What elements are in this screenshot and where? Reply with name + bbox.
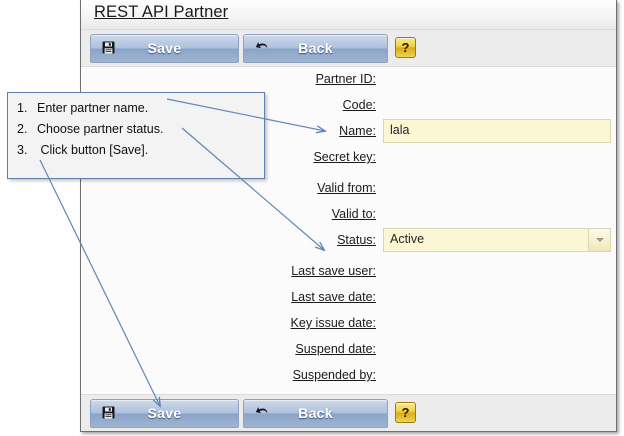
form-row-secret-key: Secret key:	[81, 146, 616, 172]
question-mark-icon: ?	[401, 405, 410, 420]
label-partner-id: Partner ID:	[315, 72, 376, 86]
form-row-key-issue-date: Key issue date:	[81, 312, 616, 338]
label-status: Status:	[337, 233, 376, 247]
form-row-partner-id: Partner ID:	[81, 68, 616, 94]
form-row-suspended-by: Suspended by:	[81, 364, 616, 390]
label-code: Code:	[342, 98, 376, 112]
callout-step-3: 3. Click button [Save].	[17, 143, 148, 157]
label-key-issue-date: Key issue date:	[290, 316, 376, 330]
help-button-top[interactable]: ?	[395, 37, 416, 58]
save-button-bottom[interactable]: Save	[90, 399, 239, 428]
label-secret-key: Secret key:	[313, 150, 376, 164]
status-dropdown-value: Active	[390, 232, 425, 246]
callout-step-1: 1. Enter partner name.	[17, 101, 148, 115]
form-row-valid-to: Valid to:	[81, 203, 616, 229]
instruction-callout: 1. Enter partner name. 2. Choose partner s…	[7, 92, 265, 179]
form-row-last-save-date: Last save date:	[81, 286, 616, 312]
name-input[interactable]: lala	[383, 119, 611, 143]
save-button-top[interactable]: Save	[90, 34, 239, 63]
form-row-last-save-user: Last save user:	[81, 260, 616, 286]
title-bar: REST API Partner	[81, 0, 616, 29]
form-row-status: Status: Active	[81, 228, 616, 255]
callout-step-2-number: 2.	[17, 122, 28, 136]
label-valid-to: Valid to:	[331, 207, 376, 221]
floppy-disk-icon	[101, 406, 116, 421]
label-last-save-date: Last save date:	[291, 290, 376, 304]
save-button-top-label: Save	[147, 40, 182, 56]
back-button-top-label: Back	[298, 40, 333, 56]
form-row-code: Code:	[81, 94, 616, 120]
page-title: REST API Partner	[94, 3, 229, 21]
callout-step-3-number: 3.	[17, 143, 28, 157]
toolbar-top: Save Back ?	[81, 29, 616, 67]
undo-arrow-icon	[254, 41, 269, 56]
callout-step-1-number: 1.	[17, 101, 28, 115]
callout-step-1-text: Enter partner name.	[37, 101, 149, 115]
question-mark-icon: ?	[401, 40, 410, 55]
form-row-suspend-date: Suspend date:	[81, 338, 616, 364]
back-button-bottom[interactable]: Back	[243, 399, 388, 428]
application-window: REST API Partner Save	[80, 0, 617, 432]
help-button-bottom[interactable]: ?	[395, 402, 416, 423]
label-suspended-by: Suspended by:	[292, 368, 376, 382]
label-name: Name:	[339, 124, 376, 138]
save-button-bottom-label: Save	[147, 405, 182, 421]
back-button-top[interactable]: Back	[243, 34, 388, 63]
back-button-bottom-label: Back	[298, 405, 333, 421]
form-row-name: Name: lala	[81, 119, 616, 146]
callout-step-2: 2. Choose partner status.	[17, 122, 163, 136]
callout-step-3-text: Click button [Save].	[37, 143, 149, 157]
chevron-down-icon[interactable]	[588, 229, 610, 251]
label-last-save-user: Last save user:	[291, 264, 376, 278]
floppy-disk-icon	[101, 41, 116, 56]
form-row-valid-from: Valid from:	[81, 177, 616, 203]
toolbar-bottom: Save Back ?	[81, 394, 616, 431]
label-suspend-date: Suspend date:	[295, 342, 376, 356]
status-dropdown[interactable]: Active	[383, 228, 611, 252]
callout-step-2-text: Choose partner status.	[37, 122, 164, 136]
label-valid-from: Valid from:	[317, 181, 376, 195]
undo-arrow-icon	[254, 406, 269, 421]
